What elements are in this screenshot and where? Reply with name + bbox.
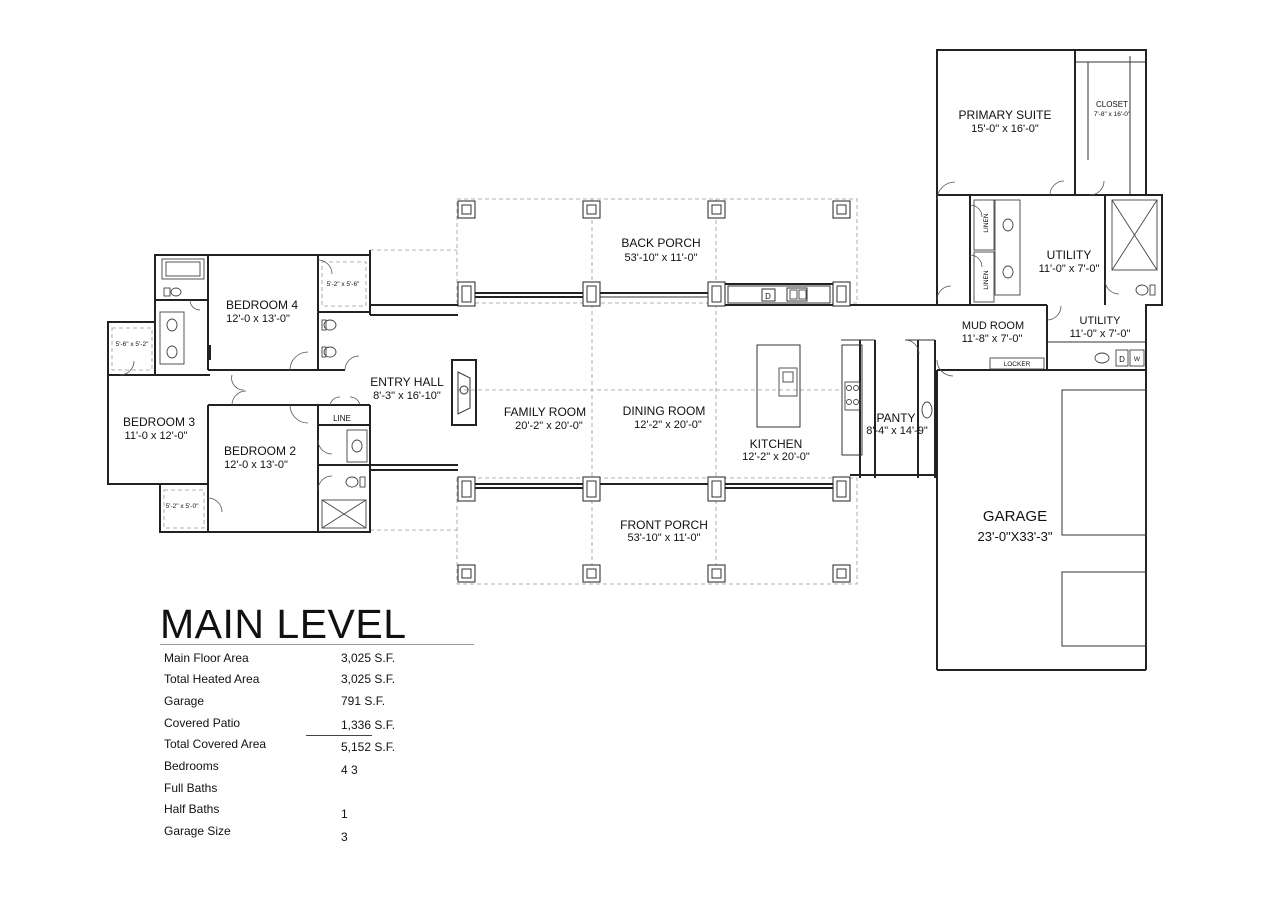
bedroom4-dim: 12'-0 x 13'-0" (226, 313, 290, 325)
plan-title: MAIN LEVEL (160, 601, 407, 647)
closet-dim: 7'-8" x 16'-0" (1094, 111, 1131, 118)
closet-label: CLOSET (1096, 100, 1128, 109)
kitchen-label: KITCHEN (750, 437, 803, 451)
closet-b2-dim: 5'-2" x 5'-0" (166, 503, 199, 510)
mud-room-label: MUD ROOM (962, 320, 1024, 332)
bedroom4-label: BEDROOM 4 (226, 298, 298, 312)
line-closet-label: LINE (333, 414, 351, 423)
stat-value-bedrooms: 4 3 (341, 763, 358, 777)
dishwasher-label: D (765, 292, 771, 301)
bath-fixtures-left (159, 258, 368, 529)
stat-value-covered-patio: 1,336 S.F. (341, 718, 396, 732)
utility-upper-dim: 11'-0" x 7'-0" (1039, 263, 1100, 275)
stat-value-total-heated: 3,025 S.F. (341, 672, 396, 686)
dining-room-label: DINING ROOM (623, 404, 706, 418)
dryer-label: D (1119, 355, 1125, 364)
utility-upper-label: UTILITY (1047, 248, 1092, 262)
primary-suite-label: PRIMARY SUITE (959, 108, 1052, 122)
closet-b4-dim: 5'-2" x 5'-6" (327, 281, 360, 288)
garage-dim: 23'-0"X33'-3" (978, 529, 1053, 544)
stat-label-bedrooms: Bedrooms (164, 759, 219, 773)
entry-hall-label: ENTRY HALL (370, 375, 444, 389)
bedroom-wing-walls (107, 250, 371, 533)
title-divider (160, 644, 474, 645)
stat-value-garage-size: 3 (341, 830, 348, 844)
front-porch-label: FRONT PORCH (620, 518, 708, 532)
panty-dim: 8'-4" x 14'-9" (866, 425, 928, 437)
porch-posts (457, 200, 851, 583)
stat-label-half-baths: Half Baths (164, 802, 220, 816)
bedroom3-dim: 11'-0 x 12'-0" (125, 430, 188, 442)
stat-label-total-covered: Total Covered Area (164, 737, 267, 751)
stat-label-garage-size: Garage Size (164, 824, 231, 838)
bedroom2-label: BEDROOM 2 (224, 444, 296, 458)
bedroom3-label: BEDROOM 3 (123, 415, 195, 429)
great-room-walls (370, 283, 937, 489)
linen-bottom-label: LINEN (983, 270, 990, 289)
family-room-label: FAMILY ROOM (504, 405, 586, 419)
stat-value-main-floor: 3,025 S.F. (341, 651, 396, 665)
kitchen-fixtures (727, 285, 933, 456)
room-labels: BACK PORCH 53'-10" x 11'-0" FRONT PORCH … (116, 100, 1141, 544)
washer-label: W (1134, 356, 1141, 363)
front-porch-dim: 53'-10" x 11'-0" (628, 532, 701, 544)
closet-b3-dim: 5'-6" x 5'-2" (116, 341, 149, 348)
stat-value-garage: 791 S.F. (341, 694, 386, 708)
stat-label-garage: Garage (164, 694, 205, 708)
back-porch-label: BACK PORCH (621, 236, 700, 250)
sum-divider (306, 735, 372, 736)
utility-lower-dim: 11'-0" x 7'-0" (1070, 328, 1131, 340)
bedroom2-dim: 12'-0 x 13'-0" (224, 459, 288, 471)
stat-value-total-covered: 5,152 S.F. (341, 740, 396, 754)
locker-label: LOCKER (1004, 361, 1031, 368)
right-wing-walls (850, 49, 1163, 671)
garage-label: GARAGE (983, 508, 1047, 525)
porch-outlines (370, 198, 858, 585)
stat-label-main-floor: Main Floor Area (164, 651, 249, 665)
stat-label-covered-patio: Covered Patio (164, 716, 241, 730)
family-room-dim: 20'-2" x 20'-0" (515, 420, 583, 432)
entry-hall-dim: 8'-3" x 16'-10" (373, 390, 441, 402)
fireplace (451, 359, 477, 426)
back-porch-dim: 53'-10" x 11'-0" (625, 252, 698, 264)
utility-lower-label: UTILITY (1080, 315, 1122, 327)
mud-room-dim: 11'-8" x 7'-0" (962, 333, 1023, 345)
panty-label: PANTY (876, 411, 915, 425)
kitchen-dim: 12'-2" x 20'-0" (742, 451, 810, 463)
primary-suite-dim: 15'-0" x 16'-0" (971, 123, 1039, 135)
stat-label-total-heated: Total Heated Area (164, 672, 260, 686)
door-swings-left (119, 259, 361, 513)
stat-label-full-baths: Full Baths (164, 781, 218, 795)
dining-room-dim: 12'-2" x 20'-0" (634, 419, 702, 431)
stat-value-half-baths: 1 (341, 807, 348, 821)
linen-top-label: LINEN (983, 213, 990, 232)
